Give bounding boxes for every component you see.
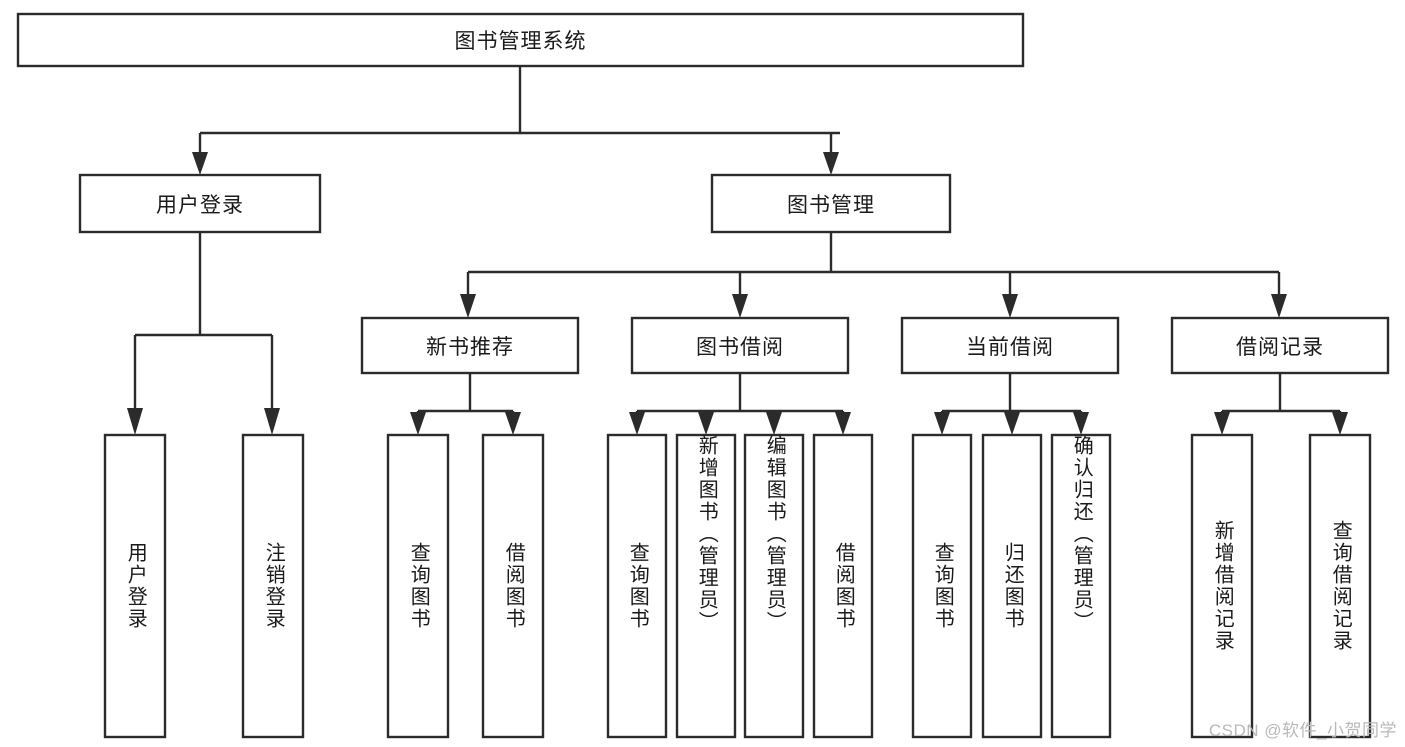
- arrow-head-book-borrow: [732, 294, 748, 318]
- arrow-head-leaf-borrow-book-1: [505, 412, 521, 435]
- arrow-head-leaf-add-book: [698, 412, 714, 435]
- leaf-user-logout-box[interactable]: [241, 433, 305, 739]
- arrow-head-leaf-return-book: [1004, 412, 1020, 435]
- arrow-head-new-book-recommend: [460, 294, 476, 318]
- leaf-query-book-3-box[interactable]: [911, 433, 973, 739]
- arrow-head-leaf-user-login: [127, 408, 143, 435]
- arrow-head-current-borrow: [1002, 294, 1018, 318]
- leaf-user-login-box[interactable]: [103, 433, 167, 739]
- arrow-head-leaf-query-book-3: [934, 412, 950, 435]
- leaf-query-record-box[interactable]: [1308, 433, 1372, 739]
- leaf-add-book-box[interactable]: [675, 433, 737, 739]
- arrow-head-leaf-add-record: [1214, 412, 1230, 435]
- node-book-manage-box[interactable]: [710, 173, 952, 234]
- arrow-head-borrow-record: [1271, 294, 1287, 318]
- arrow-head-leaf-user-logout: [264, 408, 280, 435]
- leaf-query-book-1-box[interactable]: [386, 433, 450, 739]
- node-user-login-box[interactable]: [78, 173, 322, 234]
- csdn-watermark: CSDN @软件_小贺同学: [1208, 721, 1397, 740]
- node-new-book-recommend-box[interactable]: [360, 316, 580, 375]
- node-borrow-record-box[interactable]: [1170, 316, 1390, 375]
- arrow-head-book-manage: [823, 152, 839, 175]
- leaf-confirm-return-box[interactable]: [1050, 433, 1112, 739]
- arrow-head-leaf-query-book-2: [629, 412, 645, 435]
- leaf-edit-book-box[interactable]: [743, 433, 805, 739]
- node-book-borrow-box[interactable]: [630, 316, 850, 375]
- leaf-query-book-2-box[interactable]: [606, 433, 668, 739]
- arrow-head-leaf-query-book-1: [410, 412, 426, 435]
- arrow-head-leaf-query-record: [1332, 412, 1348, 435]
- node-current-borrow-box[interactable]: [900, 316, 1120, 375]
- arrow-head-user-login: [192, 152, 208, 175]
- node-root-box[interactable]: [16, 12, 1025, 68]
- leaf-borrow-book-1-box[interactable]: [481, 433, 545, 739]
- leaf-borrow-book-2-box[interactable]: [812, 433, 874, 739]
- leaf-add-record-box[interactable]: [1190, 433, 1254, 739]
- leaf-return-book-box[interactable]: [981, 433, 1043, 739]
- arrow-head-leaf-borrow-book-2: [835, 412, 851, 435]
- arrow-head-leaf-confirm-return: [1073, 412, 1089, 435]
- arrow-head-leaf-edit-book: [766, 412, 782, 435]
